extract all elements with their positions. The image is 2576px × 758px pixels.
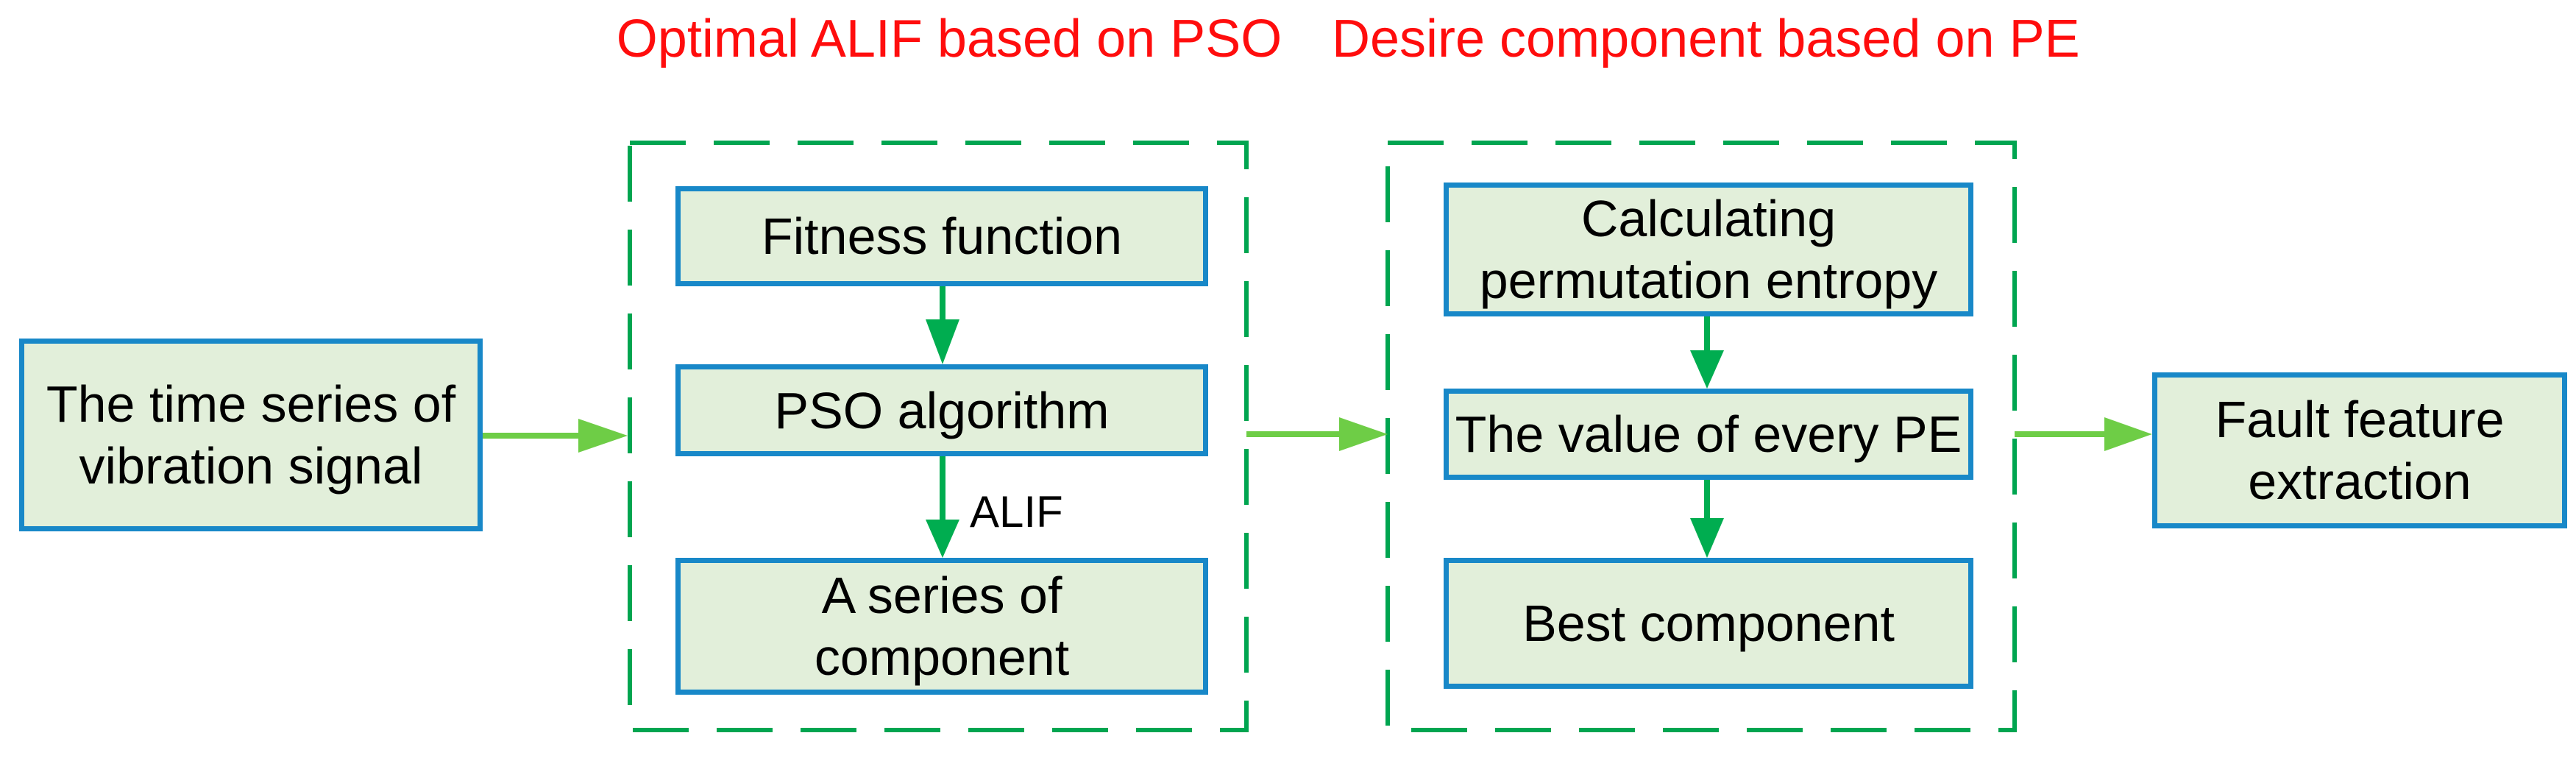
arrow-value-to-best: [1690, 480, 1724, 558]
node-vibration-signal: The time series of vibration signal: [19, 339, 483, 531]
arrow-fitness-to-pso: [926, 286, 959, 364]
node-pso-algorithm: PSO algorithm: [675, 364, 1208, 456]
arrow-pe-group-to-fault: [2015, 417, 2152, 451]
dashed-group-pso: [628, 141, 1249, 732]
group-title-optimal-alif: Optimal ALIF based on PSO: [616, 10, 1282, 68]
node-best-component: Best component: [1444, 558, 1973, 689]
group-title-desire-component: Desire component based on PE: [1332, 10, 2080, 68]
node-fitness-function: Fitness function: [675, 186, 1208, 286]
node-fault-feature-extraction: Fault feature extraction: [2152, 372, 2567, 528]
arrow-calc-to-value: [1690, 316, 1724, 389]
edge-label-alif: ALIF: [970, 487, 1063, 536]
dashed-group-pe: [1385, 141, 2017, 732]
arrow-input-to-pso-group: [482, 419, 628, 453]
node-calculating-permutation-entropy: Calculating permutation entropy: [1444, 183, 1973, 316]
node-series-of-component: A series of component: [675, 558, 1208, 695]
arrow-pso-group-to-pe-group: [1246, 417, 1388, 451]
node-value-of-every-pe: The value of every PE: [1444, 389, 1973, 480]
arrow-pso-to-series: [926, 456, 959, 558]
